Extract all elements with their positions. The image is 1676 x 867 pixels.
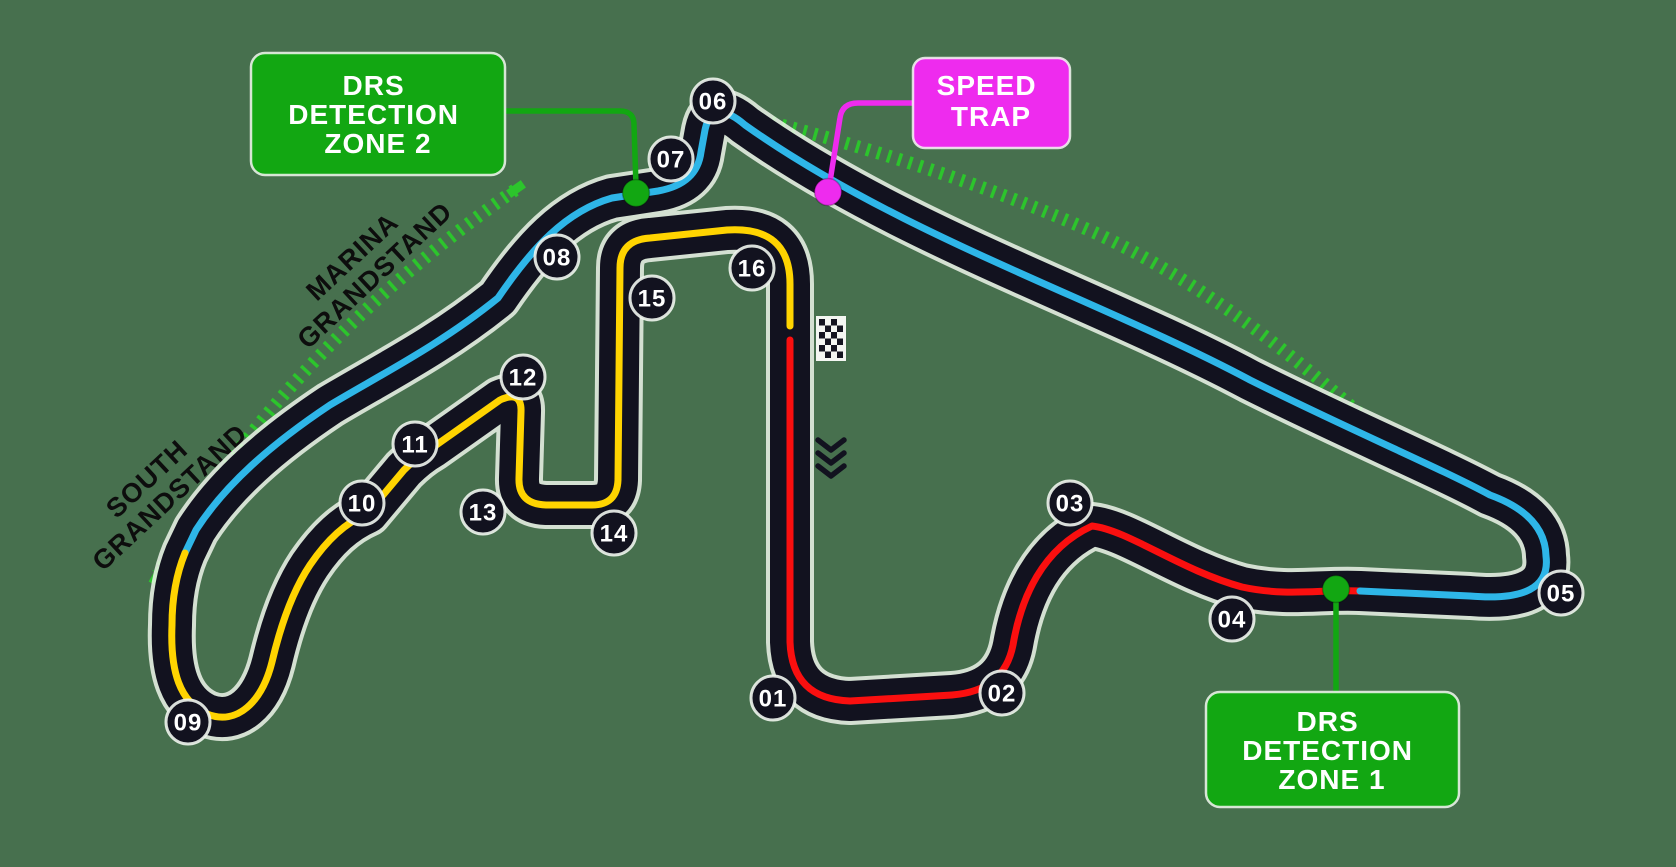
speed-trap-dot	[813, 177, 843, 207]
turn-marker-02	[978, 669, 1026, 717]
drs-zone-1-box	[1204, 690, 1461, 809]
speed-trap-connector-line	[826, 100, 913, 189]
turn-marker-08	[533, 233, 581, 281]
turn-marker-05	[1537, 569, 1585, 617]
dash-end-block	[506, 180, 526, 198]
turn-number-label-16: 16	[738, 256, 767, 283]
turn-marker-12	[499, 353, 547, 401]
drs-zone-2-label: DRS DETECTION ZONE 2	[288, 70, 468, 159]
turn-number-label-13: 13	[469, 500, 498, 527]
speed-trap-label: SPEED TRAP	[937, 70, 1046, 132]
turn-marker-16	[728, 244, 776, 292]
turn-marker-07	[647, 135, 695, 183]
turn-marker-15	[628, 274, 676, 322]
drs-detection-zone-1-callout: DRS DETECTION ZONE 1	[1204, 690, 1461, 809]
chevron-down-icon	[815, 437, 847, 453]
turn-marker-10	[338, 479, 386, 527]
turn-number-label-06: 06	[699, 89, 728, 116]
turn-number-label-01: 01	[759, 686, 788, 713]
drs-detection-zone-1-dot	[1321, 574, 1351, 604]
turn-number-label-14: 14	[600, 521, 629, 548]
track-direction-chevrons-icon	[815, 437, 847, 479]
turn-number-label-15: 15	[638, 286, 667, 313]
turn-number-label-05: 05	[1547, 581, 1576, 608]
turn-number-label-08: 08	[543, 245, 572, 272]
turn-marker-04	[1208, 595, 1256, 643]
drs-detection-zone-2-callout: DRS DETECTION ZONE 2	[249, 51, 507, 177]
drs-zone-2-connector-line	[505, 108, 639, 187]
callout-boxes: DRS DETECTION ZONE 2 SPEED TRAP DRS DETE…	[249, 51, 1461, 809]
turn-number-label-04: 04	[1218, 607, 1247, 634]
chevron-down-icon	[815, 450, 847, 466]
turn-number-label-03: 03	[1056, 491, 1085, 518]
racing-line-sector-red	[786, 336, 1364, 705]
flag-checker-grid	[819, 319, 843, 358]
turn-number-label-10: 10	[348, 491, 377, 518]
turn-number-label-12: 12	[509, 365, 538, 392]
turn-number-label-02: 02	[988, 681, 1017, 708]
racing-line-sector-blue	[181, 108, 1550, 601]
callout-connectors	[505, 100, 1351, 692]
chevron-down-icon	[815, 463, 847, 479]
turn-number-label-07: 07	[657, 147, 686, 174]
drs-detection-zone-2-dot	[621, 178, 651, 208]
turn-number-label-11: 11	[401, 432, 428, 459]
turn-marker-14	[590, 509, 638, 557]
turn-marker-01	[749, 674, 797, 722]
turn-marker-13	[459, 488, 507, 536]
turn-marker-06	[689, 77, 737, 125]
checkered-flag-icon	[816, 316, 846, 361]
speed-trap-callout: SPEED TRAP	[911, 56, 1072, 150]
speed-trap-box	[911, 56, 1072, 150]
drs-zone-1-label: DRS DETECTION ZONE 1	[1242, 706, 1422, 795]
turn-markers: 01 02 03 04 05 06 07 08 09 10 11 12 13 14 15 16	[164, 77, 1585, 746]
drs-zone-2-box	[249, 51, 507, 177]
south-marina-grandstand-dash-line	[152, 184, 519, 578]
turn-marker-11	[391, 420, 439, 468]
turn-marker-03	[1046, 479, 1094, 527]
turn-number-label-09: 09	[174, 710, 203, 737]
turn-marker-09	[164, 698, 212, 746]
